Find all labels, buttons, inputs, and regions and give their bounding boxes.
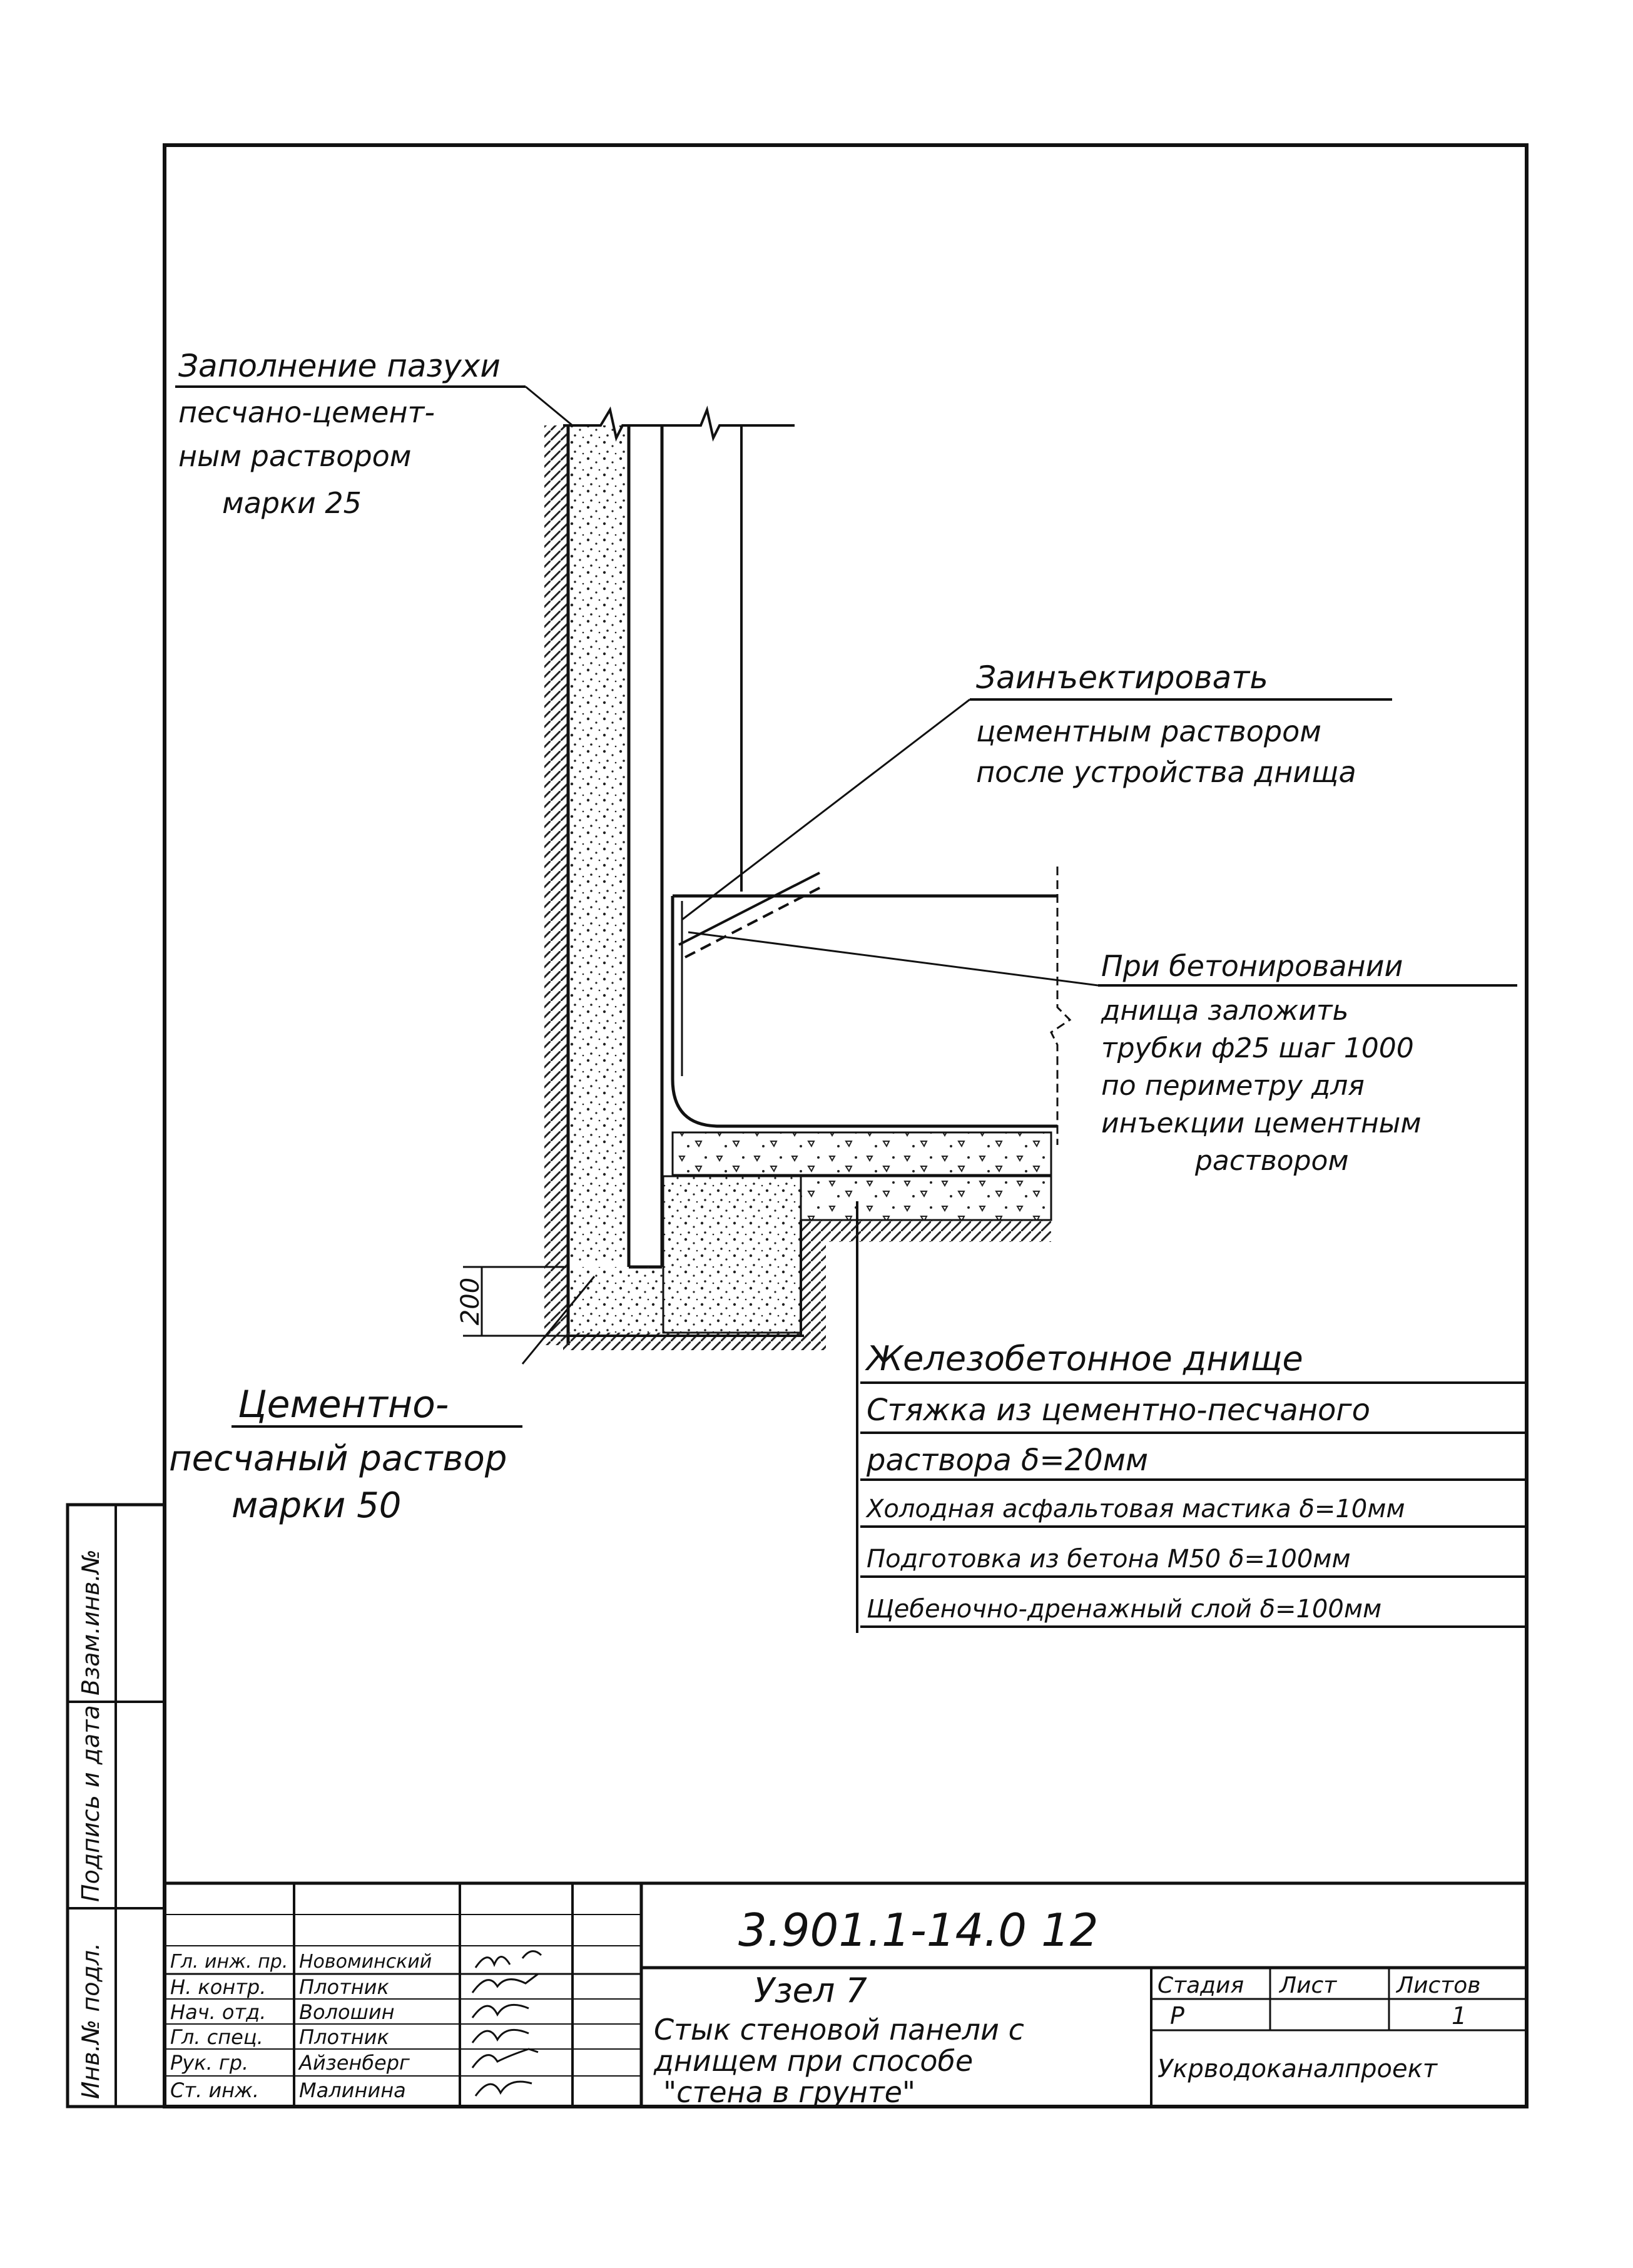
tubes-line-4: инъекции цементным	[1101, 1107, 1422, 1139]
staff-role-1: Гл. инж. пр.	[170, 1951, 288, 1973]
node-title: Узел 7	[754, 1971, 867, 2010]
stamp-inv-podl: Инв.№ подл.	[77, 1943, 104, 2099]
annotation-inject: Заинъектировать цементным раствором посл…	[681, 659, 1392, 921]
staff-name-5: Айзенберг	[298, 2051, 410, 2075]
tubes-line-2: трубки ф25 шаг 1000	[1101, 1032, 1414, 1064]
concrete-preparation	[662, 1175, 802, 1334]
layer-6: Щебеночно-дренажный слой δ=100мм	[867, 1595, 1381, 1624]
desc-line-3: "стена в грунте"	[663, 2075, 915, 2109]
desc-line-1: Стык стеновой панели с	[654, 2013, 1024, 2047]
detail-drawing: 200	[456, 405, 1072, 1350]
layer-5: Подготовка из бетона М50 δ=100мм	[867, 1545, 1351, 1574]
inject-line-2: после устройства днища	[976, 755, 1356, 789]
title-block: Гл. инж. пр. Новоминский Н. контр. Плотн…	[165, 1881, 1527, 2109]
annotation-mortar: Цементно- песчаный раствор марки 50	[169, 1276, 596, 1526]
fill-title: Заполнение пазухи	[178, 348, 501, 384]
layer-3: раствора δ=20мм	[866, 1443, 1148, 1478]
annotation-tubes: При бетонировании днища заложить трубки …	[688, 931, 1517, 1177]
staff-role-2: Н. контр.	[170, 1975, 266, 1999]
stage-value: Р	[1170, 2002, 1184, 2030]
sheet-header: Лист	[1278, 1973, 1337, 1998]
inject-title: Заинъектировать	[976, 659, 1268, 696]
staff-name-1: Новоминский	[299, 1951, 432, 1973]
tubes-line-5: раствором	[1194, 1145, 1349, 1177]
tubes-title: При бетонировании	[1101, 949, 1403, 983]
staff-name-6: Малинина	[299, 2078, 406, 2102]
sheets-total: 1	[1452, 2002, 1467, 2030]
signatures	[471, 1950, 542, 2097]
mortar-line-1: Цементно-	[238, 1383, 449, 1426]
fill-line-3: марки 25	[222, 486, 362, 520]
organization: Укрводоканалпроект	[1157, 2055, 1438, 2083]
fill-line-2: ным раствором	[178, 439, 412, 473]
annotation-fill: Заполнение пазухи песчано-цемент- ным ра…	[175, 348, 573, 520]
stamp-vzam-inv: Взам.инв.№	[77, 1549, 104, 1696]
staff-role-4: Гл. спец.	[170, 2025, 263, 2049]
sheet-frame	[163, 143, 1529, 2108]
inject-line-1: цементным раствором	[976, 714, 1321, 748]
staff-name-3: Волошин	[299, 2000, 395, 2024]
dimension-200-label: 200	[456, 1278, 485, 1325]
drainage-layer	[800, 1175, 1052, 1221]
doc-code: 3.901.1-14.0 12	[738, 1904, 1099, 1956]
staff-role-3: Нач. отд.	[170, 2000, 266, 2024]
mortar-line-2: песчаный раствор	[169, 1438, 507, 1479]
screed-layer	[671, 1131, 1052, 1176]
fill-line-1: песчано-цемент-	[178, 395, 435, 429]
tubes-line-3: по периметру для	[1101, 1070, 1365, 1102]
layers-table: Железобетонное днище Стяжка из цементно-…	[856, 1201, 1527, 1633]
mortar-line-3: марки 50	[231, 1485, 401, 1526]
injection-tube	[678, 872, 820, 946]
stage-header: Стадия	[1157, 1973, 1244, 1998]
soil-hatching-left	[544, 425, 568, 1345]
grout-base	[569, 1267, 663, 1333]
staff-name-4: Плотник	[299, 2025, 389, 2049]
layer-2: Стяжка из цементно-песчаного	[867, 1393, 1370, 1428]
side-stamp: Инв.№ подл. Подпись и дата Взам.инв.№	[66, 1503, 166, 2108]
sheets-header: Листов	[1395, 1973, 1480, 1998]
staff-name-2: Плотник	[299, 1975, 389, 1999]
stamp-signature-date: Подпись и дата	[77, 1705, 104, 1902]
layer-4: Холодная асфальтовая мастика δ=10мм	[865, 1495, 1405, 1523]
layer-1: Железобетонное днище	[865, 1339, 1303, 1378]
staff-role-6: Ст. инж.	[170, 2078, 259, 2102]
staff-role-5: Рук. гр.	[170, 2051, 248, 2075]
break-line-top	[563, 405, 795, 442]
sand-cement-fill	[569, 425, 629, 1264]
desc-line-2: днищем при способе	[653, 2044, 973, 2078]
tubes-line-1: днища заложить	[1101, 995, 1348, 1027]
